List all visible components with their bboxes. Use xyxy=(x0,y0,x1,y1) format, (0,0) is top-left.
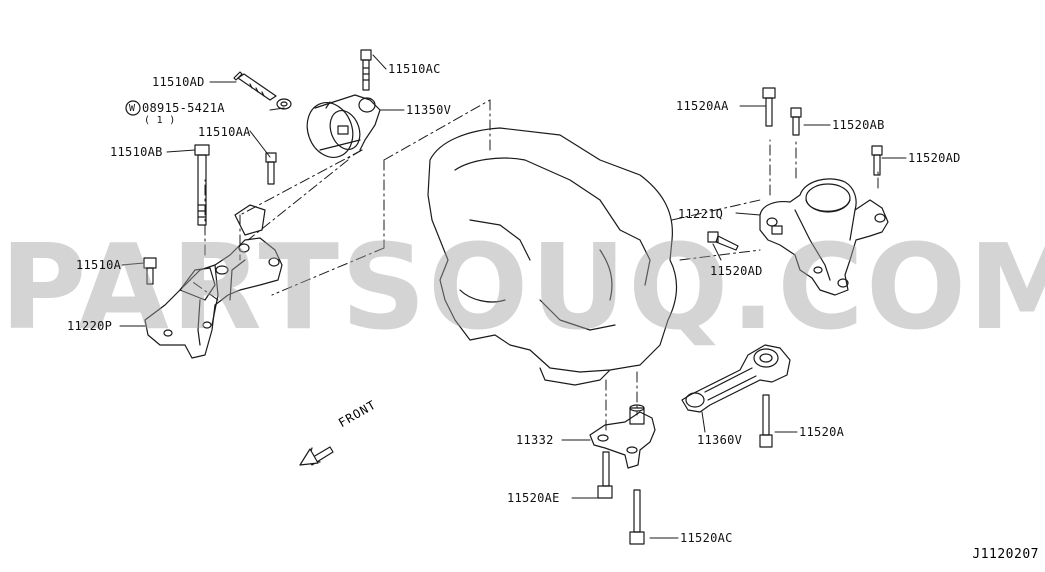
label-11520AD-bottom[interactable]: 11520AD xyxy=(710,264,763,278)
label-11510AC[interactable]: 11510AC xyxy=(388,62,441,76)
bolt-11520AD-top xyxy=(871,145,883,176)
label-11510AD[interactable]: 11510AD xyxy=(152,75,205,89)
label-11220P[interactable]: 11220P xyxy=(67,319,113,333)
label-11332[interactable]: 11332 xyxy=(516,433,554,447)
bolt-11520AE xyxy=(597,451,613,499)
bolt-11520AD-bottom xyxy=(707,231,739,251)
washer-mark-letter: W xyxy=(129,103,136,114)
label-11520AA[interactable]: 11520AA xyxy=(676,99,729,113)
upper-insulator xyxy=(306,94,381,158)
bolt-11520A xyxy=(759,394,773,448)
label-11510AA[interactable]: 11510AA xyxy=(198,125,251,139)
label-08915-5421A[interactable]: 08915-5421A xyxy=(142,101,225,115)
label-11360V[interactable]: 11360V xyxy=(697,433,743,447)
left-mount-bracket xyxy=(144,204,283,359)
leader-dashes xyxy=(189,99,879,431)
leader-lines xyxy=(119,54,907,539)
bolt-11520AC xyxy=(629,489,645,545)
label-11221Q[interactable]: 11221Q xyxy=(678,207,724,221)
label-11520AC[interactable]: 11520AC xyxy=(680,531,733,545)
bolt-11510AC xyxy=(360,49,372,91)
bolt-11510AA xyxy=(265,152,277,185)
label-11510A[interactable]: 11510A xyxy=(76,258,122,272)
bolt-11510A xyxy=(143,257,157,285)
label-11520AD-top[interactable]: 11520AD xyxy=(908,151,961,165)
bolt-11510AB xyxy=(194,144,210,226)
right-mount xyxy=(759,178,889,296)
washer-mark-icon xyxy=(125,100,141,116)
label-08915-qty: ( 1 ) xyxy=(144,115,176,126)
label-11520AB[interactable]: 11520AB xyxy=(832,118,885,132)
bolt-11510AD xyxy=(233,71,277,101)
bolt-11520AB xyxy=(790,107,802,136)
engine-block xyxy=(427,127,678,386)
label-11350V[interactable]: 11350V xyxy=(406,103,452,117)
washer xyxy=(276,98,292,110)
label-11520AE[interactable]: 11520AE xyxy=(507,491,560,505)
bolt-11520AA xyxy=(762,87,776,127)
lower-bracket xyxy=(589,404,656,469)
torque-rod xyxy=(681,344,791,413)
front-arrow-icon xyxy=(299,446,334,466)
diagram-reference: J1120207 xyxy=(972,547,1039,562)
label-11510AB[interactable]: 11510AB xyxy=(110,145,163,159)
label-11520A[interactable]: 11520A xyxy=(799,425,845,439)
